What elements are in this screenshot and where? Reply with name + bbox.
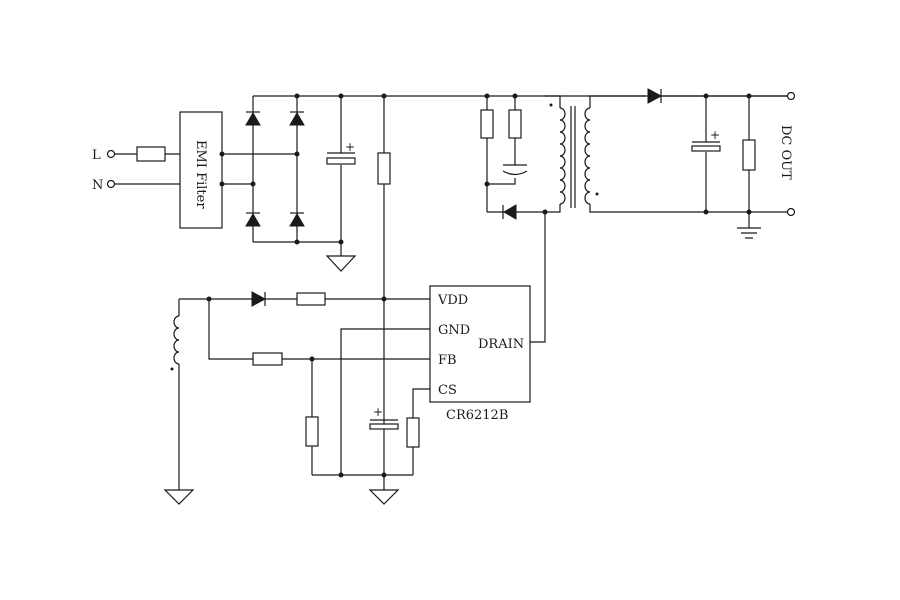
fuse-resistor bbox=[136, 146, 166, 162]
bulk-cap-plus: + bbox=[345, 140, 355, 154]
auxiliary-winding bbox=[173, 315, 180, 365]
terminal-l bbox=[106, 149, 116, 159]
emi-filter: EMI Filter bbox=[179, 111, 223, 229]
bridge-input-wires bbox=[222, 153, 297, 185]
ic-part-number: CR6212B bbox=[446, 408, 508, 423]
pin-gnd: GND bbox=[438, 323, 470, 338]
secondary-winding bbox=[584, 107, 591, 205]
rcd-snubber bbox=[480, 93, 548, 220]
output-cap-plus: + bbox=[710, 128, 720, 142]
dc-out-label: DC OUT bbox=[778, 125, 793, 180]
snubber-capacitor bbox=[502, 164, 528, 176]
auxiliary-supply: + bbox=[163, 291, 430, 505]
bulk-cap-wires bbox=[327, 96, 355, 242]
pin-vdd: VDD bbox=[437, 293, 468, 308]
ground-symbol-3 bbox=[368, 475, 400, 505]
pin-fb: FB bbox=[438, 353, 457, 368]
diode-d4 bbox=[289, 213, 305, 227]
diode-d3 bbox=[245, 213, 261, 227]
bridge-rails bbox=[252, 95, 788, 243]
emi-filter-label: EMI Filter bbox=[193, 140, 208, 209]
emi-filter-box bbox=[179, 111, 223, 229]
secondary-dot bbox=[595, 192, 599, 196]
terminal-n bbox=[106, 179, 116, 189]
bulk-cap-plate bbox=[326, 157, 356, 165]
transformer-core bbox=[570, 106, 576, 208]
aux-diode bbox=[251, 291, 267, 307]
pin-cs: CS bbox=[438, 383, 457, 398]
snubber-resistor-2 bbox=[508, 109, 522, 139]
input-wires bbox=[114, 153, 180, 185]
transformer bbox=[530, 95, 788, 343]
ic-body bbox=[429, 285, 531, 403]
output-capacitor bbox=[691, 145, 721, 152]
aux-resistor bbox=[296, 292, 326, 306]
primary-dot bbox=[549, 103, 553, 107]
snubber-resistor bbox=[480, 109, 494, 139]
snubber-diode bbox=[503, 204, 517, 220]
cs-resistor bbox=[406, 417, 420, 448]
diode-d2 bbox=[289, 112, 305, 126]
bridge-rectifier bbox=[219, 93, 788, 245]
aux-dot bbox=[170, 367, 174, 371]
terminal-l-label: L bbox=[92, 148, 101, 163]
output-terminal-pos bbox=[786, 91, 796, 101]
bulk-capacitor: + bbox=[325, 93, 357, 272]
fb-lower-resistor bbox=[305, 416, 319, 447]
diode-d1 bbox=[245, 112, 261, 126]
input-terminals: L N bbox=[92, 146, 180, 193]
vdd-capacitor bbox=[369, 423, 399, 430]
output-terminal-neg bbox=[786, 207, 796, 217]
output-resistor bbox=[742, 139, 756, 171]
controller-ic: VDD GND FB CS DRAIN CR6212B bbox=[429, 285, 531, 423]
earth-ground-symbol bbox=[737, 212, 761, 239]
fb-upper-resistor bbox=[252, 352, 283, 366]
ground-symbol-2 bbox=[163, 489, 195, 505]
terminal-n-label: N bbox=[92, 178, 103, 193]
primary-winding bbox=[559, 107, 566, 205]
vdd-cap-plus: + bbox=[373, 405, 383, 419]
ground-symbol-1 bbox=[325, 242, 357, 272]
output-section: + DC OUT bbox=[647, 88, 796, 239]
pin-drain: DRAIN bbox=[478, 337, 524, 352]
output-diode bbox=[647, 88, 663, 104]
